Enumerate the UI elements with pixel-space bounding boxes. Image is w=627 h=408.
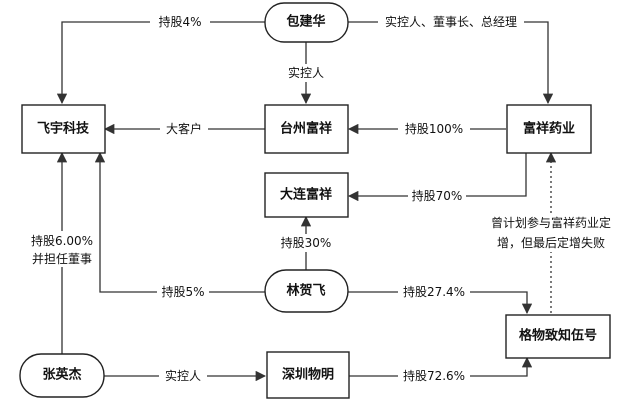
edge-labels: 持股4% 实控人、董事长、总经理 实控人 大客户 持股100% 持股70% 持股… [26,13,624,385]
edge-lin-to-feiyu [94,151,265,293]
node-taizhou[interactable]: 台州富祥 [264,104,349,154]
label-shenzhen-to-gewu: 持股72.6% [403,368,465,383]
node-zhangyingjie[interactable]: 张英杰 [19,353,105,398]
label-bao-to-fuxiang: 实控人、董事长、总经理 [385,14,517,29]
node-baojianhua[interactable]: 包建华 [264,2,349,43]
label-lin-to-dalian: 持股30% [281,235,332,250]
label-bao-to-feiyu: 持股4% [158,14,201,29]
node-linhefei[interactable]: 林贺飞 [264,269,349,313]
svg-text:台州富祥: 台州富祥 [280,121,332,137]
svg-text:富祥药业: 富祥药业 [523,121,575,137]
node-gewu[interactable]: 格物致知伍号 [505,314,611,359]
svg-text:格物致知伍号: 格物致知伍号 [519,328,597,344]
label-gewu-to-fuxiang-line1: 曾计划参与富祥药业定 [491,215,611,230]
label-taizhou-to-feiyu: 大客户 [166,121,202,136]
label-lin-to-gewu: 持股27.4% [403,284,465,299]
node-fuxiang[interactable]: 富祥药业 [506,104,592,154]
label-fuxiang-to-dalian: 持股70% [412,188,463,203]
label-zhang-to-feiyu-line1: 持股6.00% [31,233,93,248]
edge-bao-to-fuxiang [348,21,554,105]
svg-text:飞宇科技: 飞宇科技 [37,121,90,137]
node-feiyu[interactable]: 飞宇科技 [21,104,106,154]
svg-text:包建华: 包建华 [286,14,325,30]
edge-bao-to-feiyu [56,21,265,105]
label-gewu-to-fuxiang-line2: 增，但最后定增失败 [497,235,605,250]
nodes: 包建华 飞宇科技 台州富祥 富祥药业 大连富祥 林贺飞 [19,2,611,399]
label-lin-to-feiyu: 持股5% [161,284,204,299]
svg-text:大连富祥: 大连富祥 [280,187,332,203]
svg-text:张英杰: 张英杰 [42,367,81,383]
label-zhang-to-feiyu-line2: 并担任董事 [32,252,92,266]
label-zhang-to-shenzhen: 实控人 [165,368,201,383]
label-bao-to-taizhou: 实控人 [288,65,324,80]
svg-text:深圳物明: 深圳物明 [282,367,334,383]
node-dalian[interactable]: 大连富祥 [264,172,349,218]
svg-text:林贺飞: 林贺飞 [286,283,325,299]
label-fuxiang-to-taizhou: 持股100% [405,121,463,136]
node-shenzhen[interactable]: 深圳物明 [266,351,350,399]
